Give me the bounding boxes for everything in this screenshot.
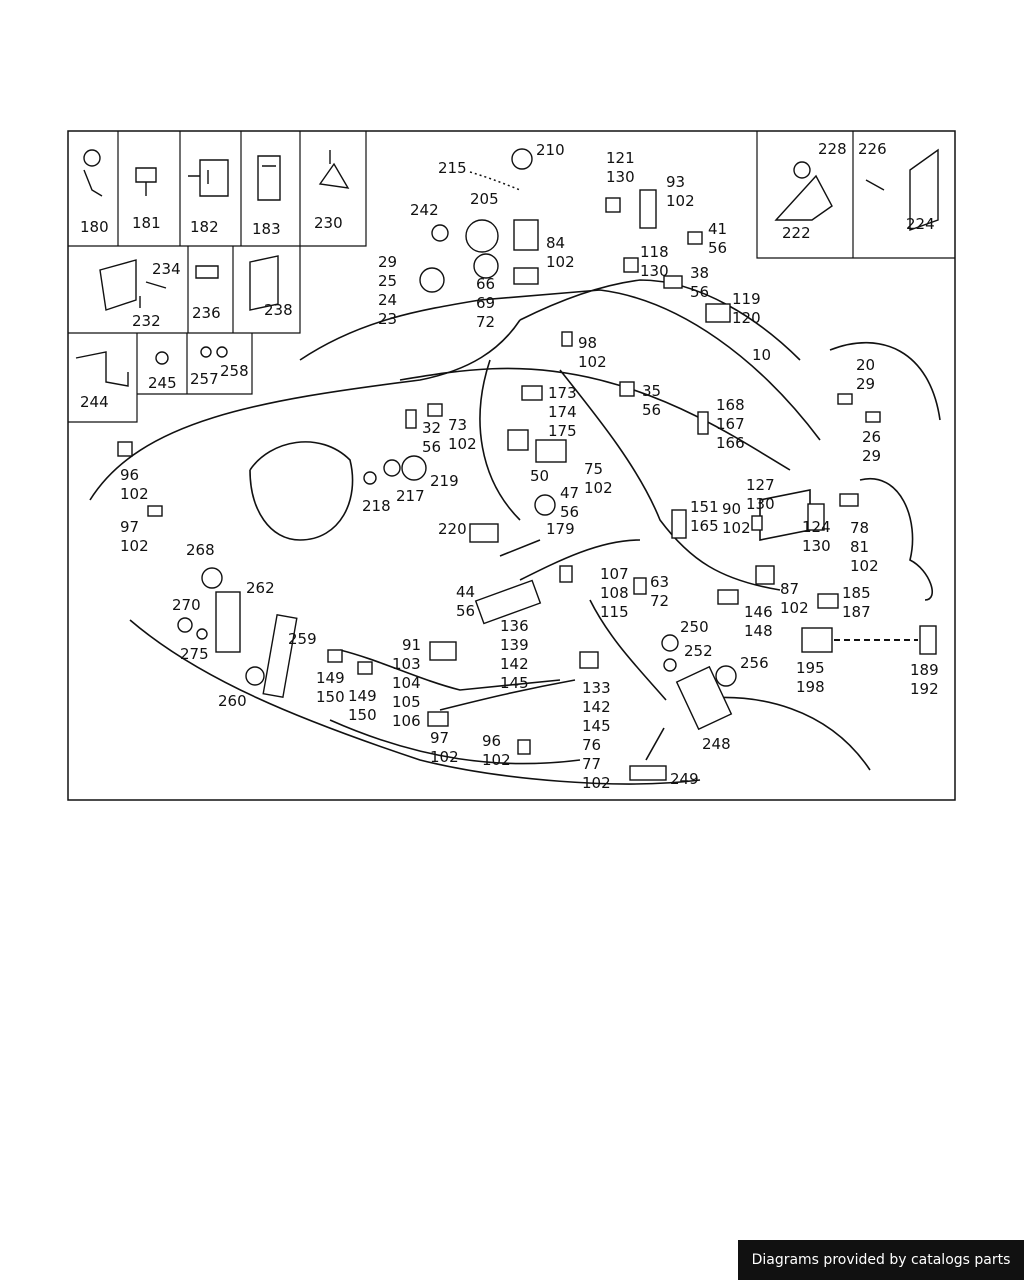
callout-218: 218 [362,497,391,515]
callout-248: 248 [702,735,731,753]
catalog-credit: Diagrams provided by catalogs parts [738,1240,1024,1280]
callout-270: 270 [172,596,201,614]
inset-box-right [756,131,955,259]
callout-242: 242 [410,201,439,219]
callout-268: 268 [186,541,215,559]
callout-252: 252 [684,642,713,660]
callout-232: 232 [132,312,161,330]
callout-245: 245 [148,374,177,392]
callout-183: 183 [252,220,281,238]
callout-217: 217 [396,487,425,505]
callout-181: 181 [132,214,161,232]
callout-275: 275 [180,645,209,663]
diagram-frame [67,130,956,801]
inset-parts-grid [68,131,367,423]
callout-250: 250 [680,618,709,636]
callout-180: 180 [80,218,109,236]
callout-220: 220 [438,520,467,538]
callout-226: 226 [858,140,887,158]
callout-labels: 180 181 182 183 230 228 226 222 224 234 232 236 238 2… [80,140,939,792]
callout-234: 234 [152,260,181,278]
callout-258: 258 [220,362,249,380]
callout-259: 259 [288,630,317,648]
dotted-215 [469,171,521,191]
harness-sketch [89,279,941,785]
callout-10: 10 [752,346,771,364]
callout-50: 50 [530,467,549,485]
connector-symbols [117,148,937,781]
callout-256: 256 [740,654,769,672]
arrow-179 [499,539,541,557]
callout-230: 230 [314,214,343,232]
callout-210: 210 [536,141,565,159]
callout-262: 262 [246,579,275,597]
callout-260: 260 [218,692,247,710]
callout-224: 224 [906,215,935,233]
callout-238: 238 [264,301,293,319]
callout-244: 244 [80,393,109,411]
callout-91: 91 [402,636,421,654]
inset-part-sketches [75,148,939,387]
callout-249: 249 [670,770,699,788]
callout-182: 182 [190,218,219,236]
arrow-249 [645,727,665,761]
callout-257: 257 [190,370,219,388]
callout-228: 228 [818,140,847,158]
callout-215: 215 [438,159,467,177]
callout-236: 236 [192,304,221,322]
callout-179: 179 [546,520,575,538]
callout-222: 222 [782,224,811,242]
callout-205: 205 [470,190,499,208]
callout-219: 219 [430,472,459,490]
